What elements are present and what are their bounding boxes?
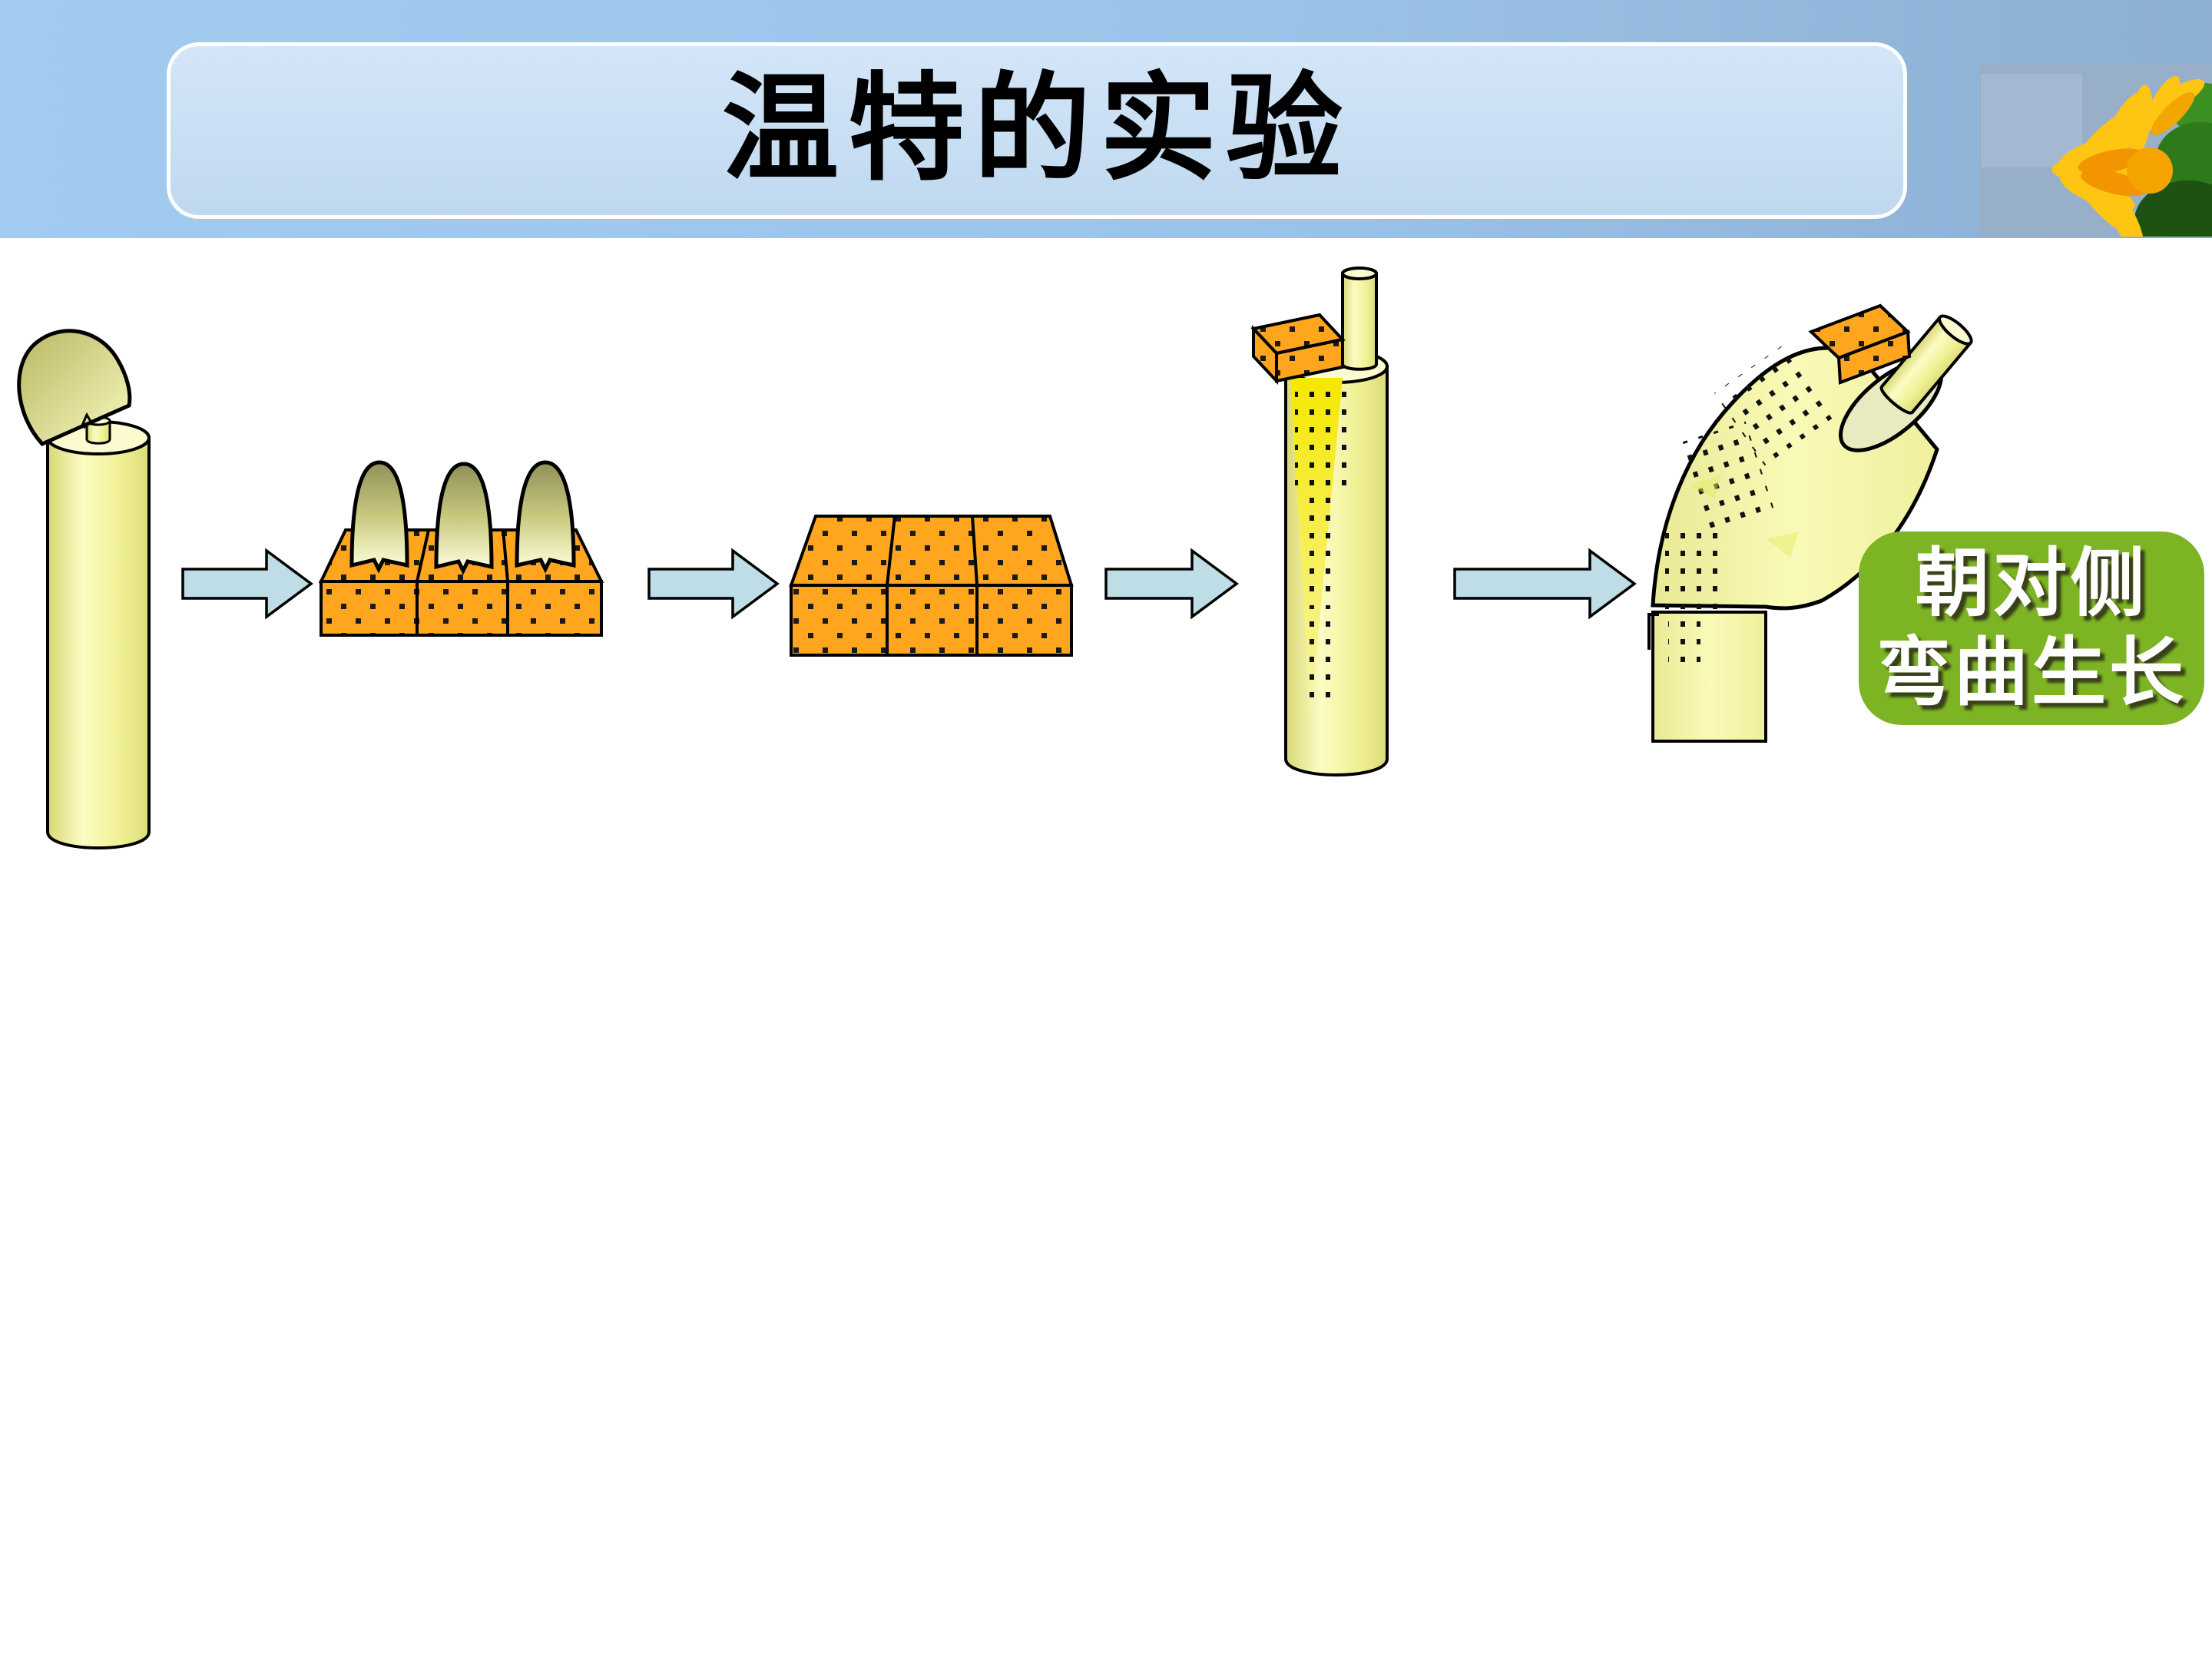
step-arrow-4 [1453, 548, 1637, 620]
figure-agar-blocks [789, 515, 1074, 657]
slide-title: 温特的实验 [722, 64, 1352, 194]
step-arrow-1 [181, 548, 313, 620]
agar-front-face [320, 580, 603, 637]
leaf-cluster [2134, 83, 2212, 237]
inner-leaf-stub [85, 421, 111, 445]
result-label-line2: 弯曲生长 [1876, 631, 2187, 714]
excised-tip [17, 329, 132, 447]
arrow-right-icon [181, 548, 313, 620]
inner-leaf-stub [1879, 314, 1973, 415]
agar-front-face [790, 584, 1073, 657]
title-box: 温特的实验 [167, 42, 1907, 219]
result-label-line1: 朝对侧 [1915, 541, 2148, 625]
result-label: 朝对侧 弯曲生长 [1859, 531, 2204, 725]
flower-center [2127, 147, 2173, 194]
tip-on-agar-3 [515, 460, 576, 574]
step-arrow-3 [1104, 548, 1239, 620]
figure-coleoptile-tip-excised [17, 329, 151, 849]
coleoptile-body [46, 436, 151, 849]
flower-photo [1979, 63, 2212, 237]
agar-top-face [789, 515, 1074, 587]
figure-tips-on-agar-blocks [318, 460, 604, 637]
tip-on-agar-1 [349, 460, 409, 574]
figure-agar-block-on-coleoptile [1250, 267, 1389, 777]
inner-leaf-stub [1341, 273, 1378, 371]
figure-bent-coleoptile [1647, 303, 1973, 743]
sunflower-image [1979, 63, 2212, 237]
sunflower-petals [2051, 75, 2205, 237]
tip-on-agar-2 [434, 462, 494, 575]
step-arrow-2 [647, 548, 780, 620]
